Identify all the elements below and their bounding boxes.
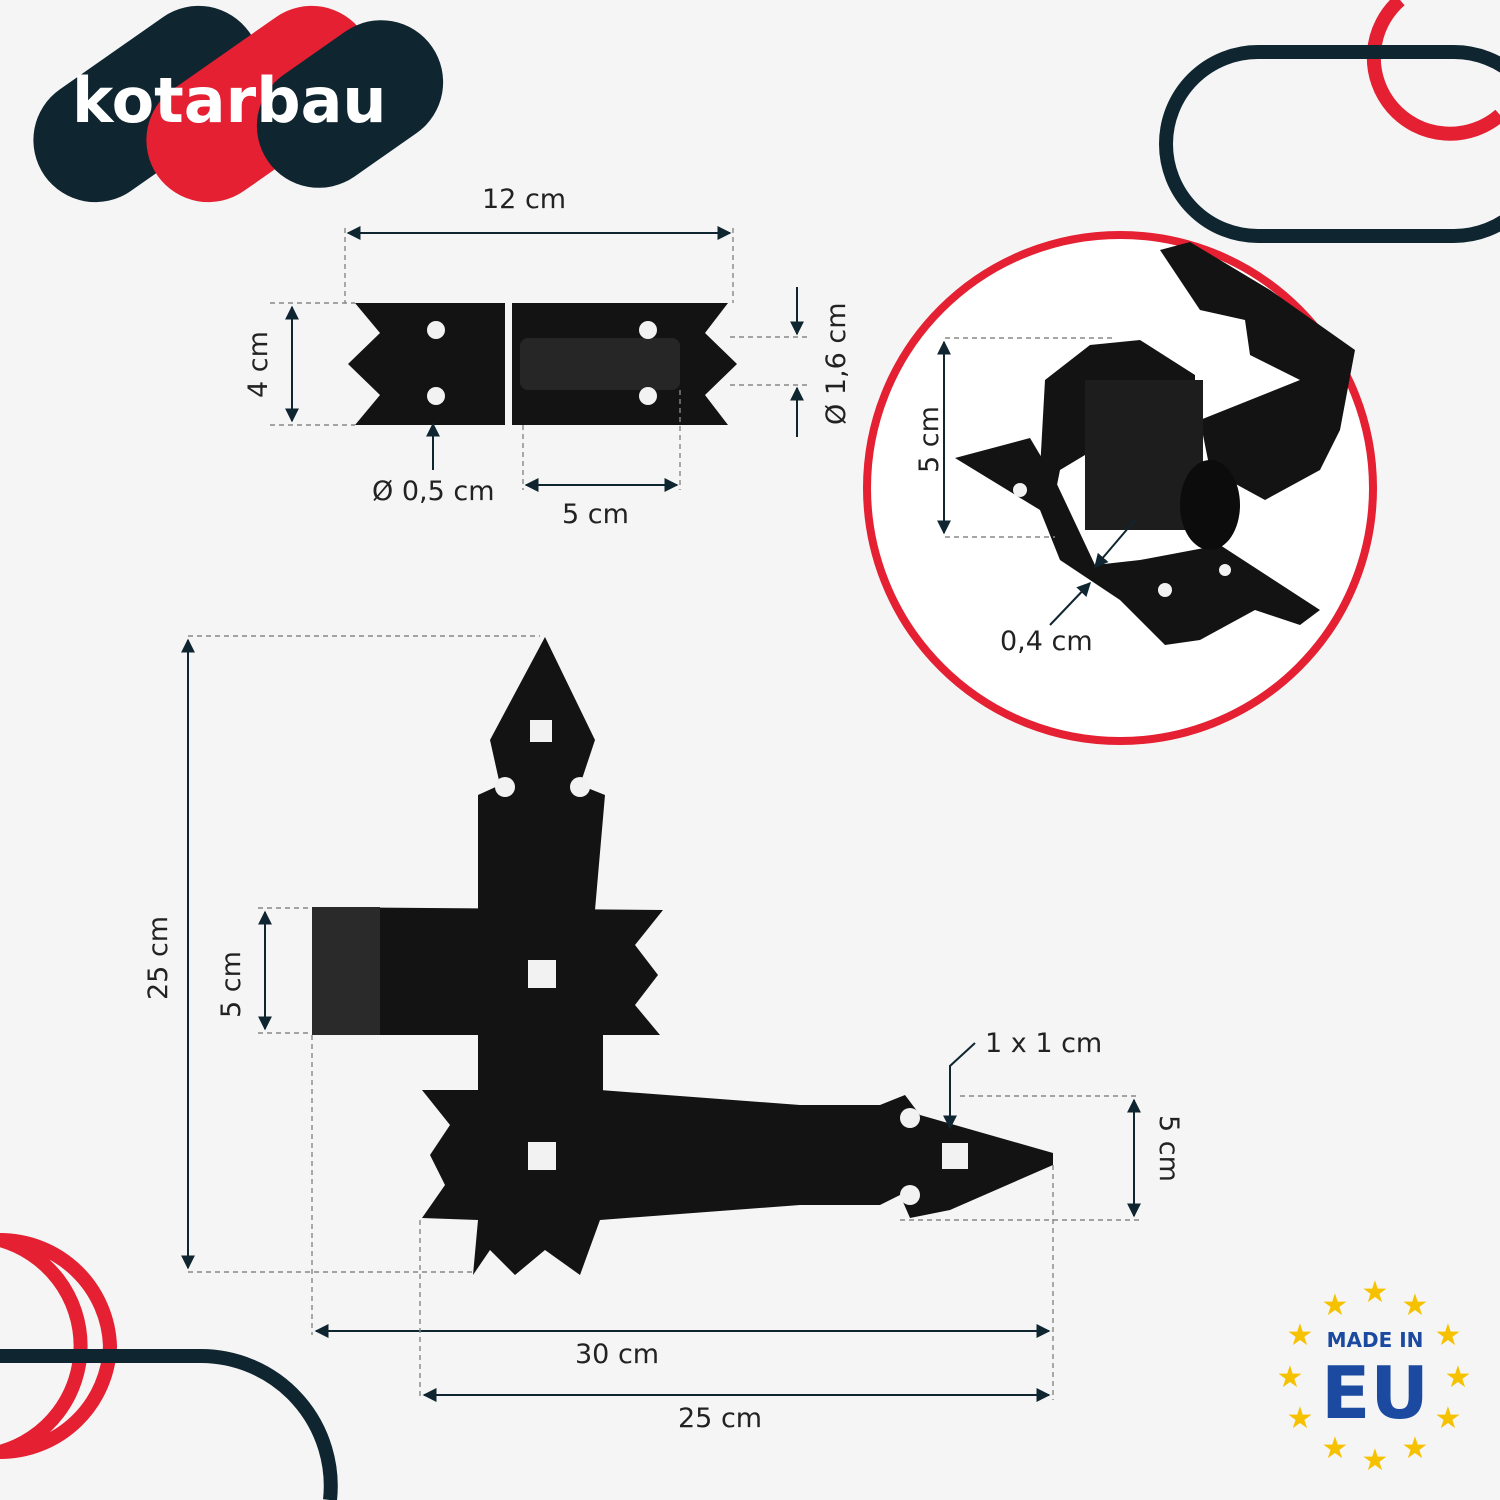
- svg-text:★: ★: [1277, 1360, 1304, 1395]
- hinge-strap-length-label: 25 cm: [678, 1403, 762, 1434]
- decor-bottom-left: [0, 1233, 338, 1500]
- detail-thickness-label: 0,4 cm: [1000, 626, 1093, 657]
- hinge-dimensions: 25 cm 5 cm 1 x 1 cm 5 cm 30 cm 25 cm: [143, 635, 1184, 1434]
- latch-width-label: 12 cm: [482, 184, 566, 215]
- latch-dimensions: 12 cm 4 cm Ø 1,6 cm Ø 0,5 cm 5 cm: [243, 184, 852, 530]
- brand-name: kotarbau: [72, 64, 387, 137]
- badge-line2: EU: [1321, 1351, 1429, 1435]
- svg-text:★: ★: [1445, 1360, 1472, 1395]
- latch-pin-diameter-label: Ø 1,6 cm: [821, 302, 852, 425]
- hinge-total-length-label: 30 cm: [575, 1339, 659, 1370]
- badge-line1: MADE IN: [1327, 1328, 1424, 1352]
- hinge-barrel-label: 5 cm: [216, 951, 247, 1018]
- svg-text:★: ★: [1362, 1443, 1389, 1478]
- detail-height-label: 5 cm: [914, 406, 945, 473]
- made-in-eu-badge: ★ ★ ★ ★ ★ ★ ★ ★ ★ ★ ★ ★ MADE IN EU: [1277, 1275, 1472, 1478]
- hinge-height-label: 25 cm: [143, 916, 174, 1000]
- latch-illustration: [348, 303, 737, 425]
- svg-text:★: ★: [1435, 1318, 1462, 1353]
- latch-hole-diameter-label: Ø 0,5 cm: [372, 476, 495, 507]
- svg-text:★: ★: [1402, 1431, 1429, 1466]
- detail-zoom: [863, 231, 1377, 745]
- svg-text:★: ★: [1287, 1318, 1314, 1353]
- latch-bolt-length-label: 5 cm: [562, 499, 629, 530]
- latch-height-label: 4 cm: [243, 331, 274, 398]
- hinge-illustration: [312, 637, 1053, 1275]
- svg-text:★: ★: [1402, 1288, 1429, 1323]
- svg-text:★: ★: [1435, 1401, 1462, 1436]
- svg-text:★: ★: [1322, 1288, 1349, 1323]
- hinge-square-hole-label: 1 x 1 cm: [985, 1028, 1102, 1059]
- eu-stars-icon: ★ ★ ★ ★ ★ ★ ★ ★ ★ ★ ★ ★: [1277, 1275, 1472, 1478]
- svg-text:★: ★: [1322, 1431, 1349, 1466]
- detail-dimensions: 5 cm 0,4 cm: [914, 337, 1136, 657]
- svg-text:★: ★: [1287, 1401, 1314, 1436]
- svg-text:★: ★: [1362, 1275, 1389, 1310]
- brand-logo: kotarbau: [33, 5, 444, 203]
- hinge-strap-width-label: 5 cm: [1153, 1115, 1184, 1182]
- decor-top-right: [1159, 0, 1500, 243]
